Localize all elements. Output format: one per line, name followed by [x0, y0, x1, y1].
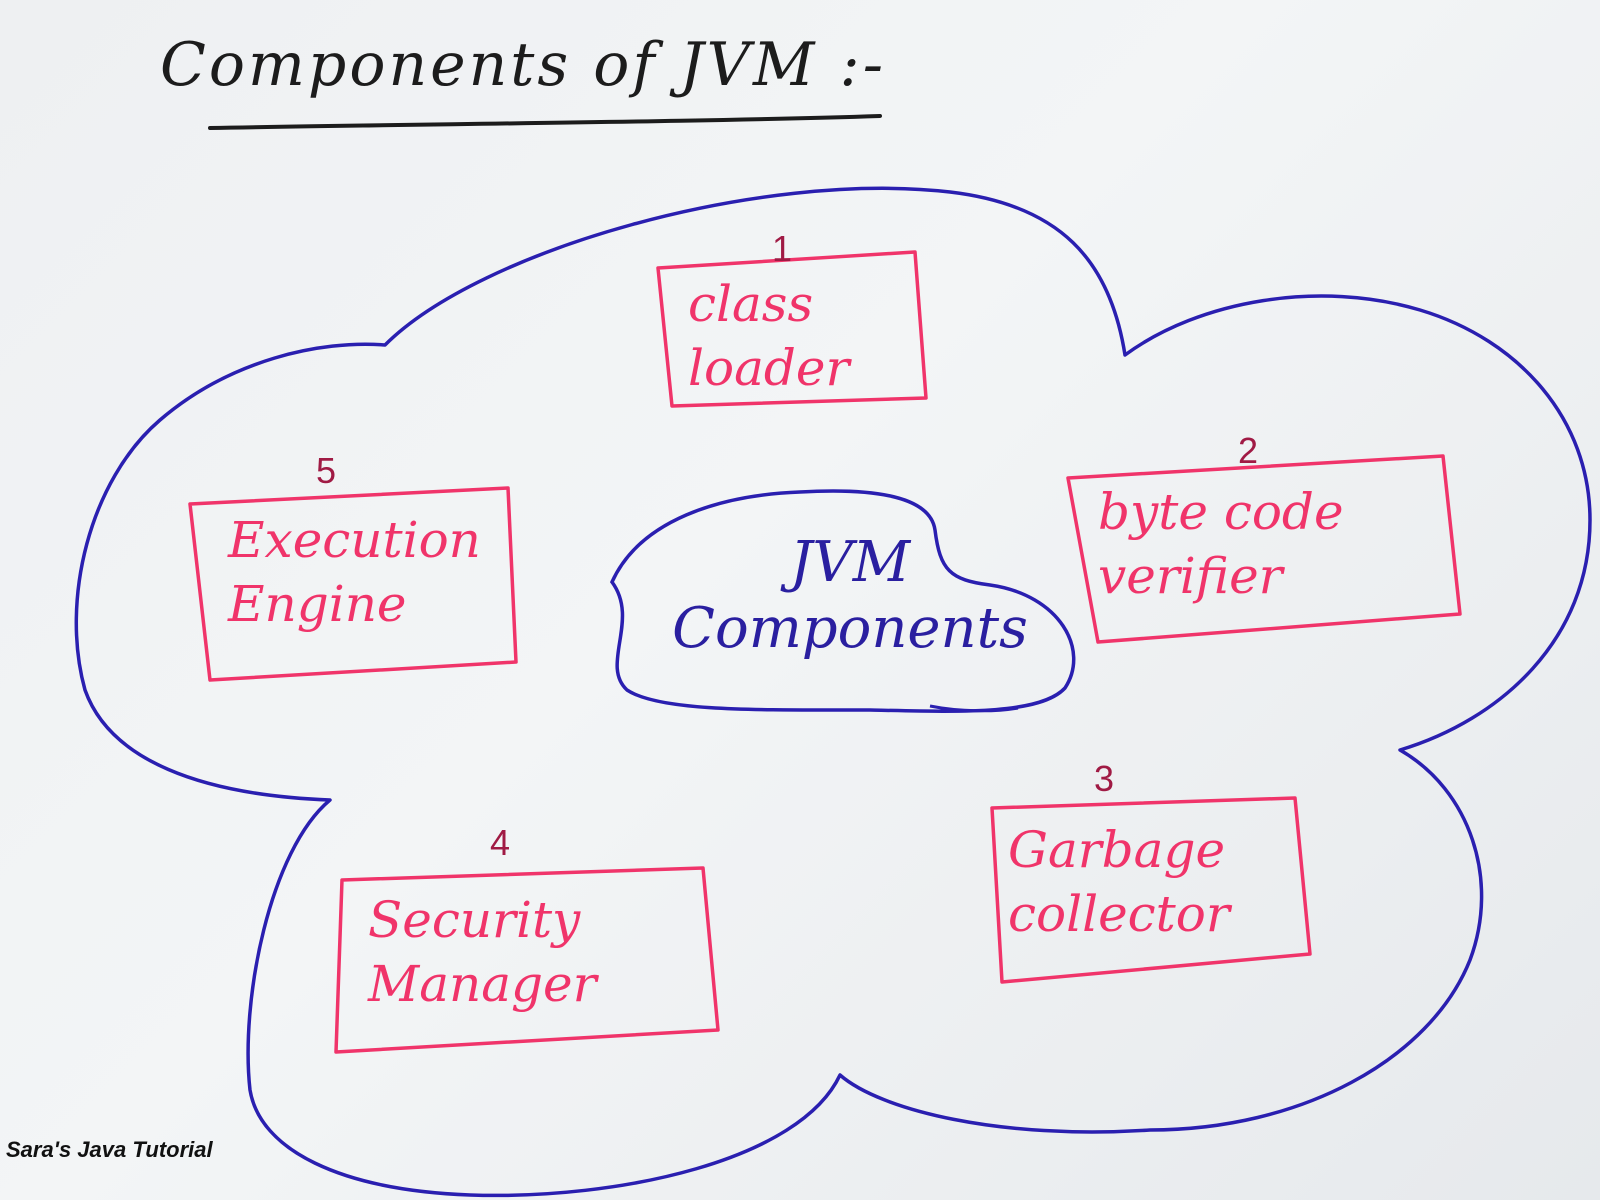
title-underline — [208, 114, 882, 130]
component-number-3: 3 — [1093, 758, 1115, 799]
outer-cloud-outline — [74, 186, 1592, 1198]
box-class-loader — [656, 250, 928, 408]
component-label-security-manager: Security Manager — [368, 891, 597, 1013]
component-number-5: 5 — [315, 450, 337, 491]
box-security-manager — [334, 866, 720, 1054]
component-label-execution-engine: Execution Engine — [228, 511, 481, 633]
center-cloud-outline — [609, 489, 1076, 713]
component-label-garbage-collector: Garbage collector — [1008, 821, 1230, 943]
component-number-1: 1 — [771, 228, 793, 269]
box-byte-code-verifier — [1066, 454, 1462, 644]
component-label-byte-code-verifier: byte code verifier — [1098, 483, 1344, 605]
box-execution-engine — [188, 486, 518, 682]
page-title: Components of JVM :- — [160, 30, 887, 100]
center-cloud-tail — [929, 704, 1019, 713]
component-label-class-loader: class loader — [688, 275, 850, 397]
watermark-text: Sara's Java Tutorial — [6, 1137, 213, 1162]
component-number-4: 4 — [489, 822, 511, 863]
box-garbage-collector — [990, 796, 1312, 984]
center-label: JVM Components — [672, 530, 1028, 661]
component-number-2: 2 — [1237, 430, 1259, 471]
